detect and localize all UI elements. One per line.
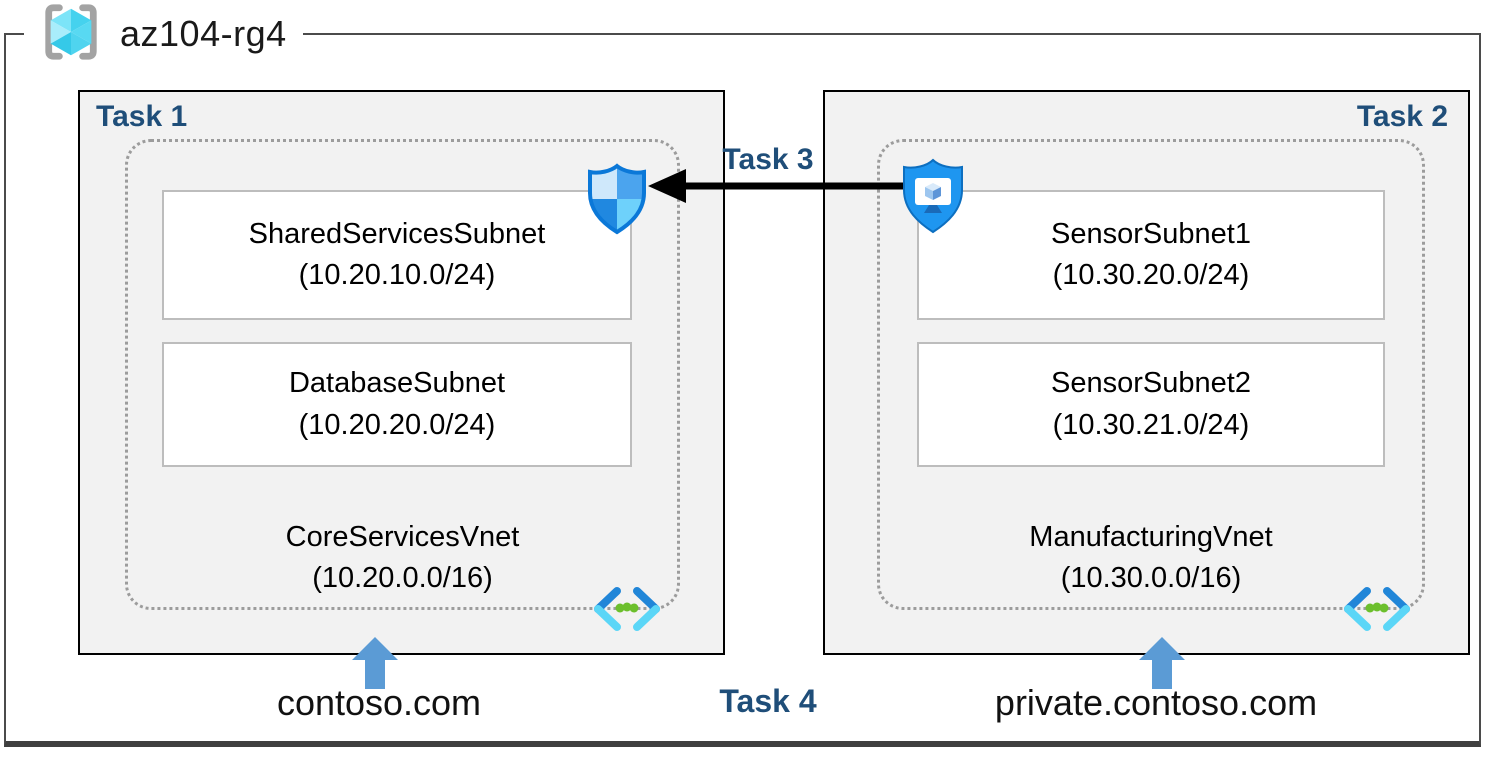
task4-label: Task 4 [719, 683, 817, 719]
vnet2-label: ManufacturingVnet (10.30.0.0/16) [877, 517, 1425, 598]
vnet1-label: CoreServicesVnet (10.20.0.0/16) [125, 517, 680, 598]
subnet-box-database: DatabaseSubnet (10.20.20.0/24) [162, 342, 632, 467]
subnet-box-sensor2: SensorSubnet2 (10.30.21.0/24) [917, 342, 1385, 467]
subnet-name: SensorSubnet1 [1051, 217, 1251, 250]
subnet-name: DatabaseSubnet [288, 367, 506, 400]
shield-monitor-icon [899, 157, 967, 240]
resource-group-name: az104-rg4 [120, 13, 287, 54]
subnet-cidr: (10.20.10.0/24) [298, 259, 496, 291]
vnet1-boundary [125, 139, 680, 610]
virtual-network-icon [1341, 583, 1413, 640]
up-arrow-icon [351, 637, 399, 694]
vnet-cidr: (10.30.0.0/16) [1060, 561, 1242, 594]
resource-group-chip: az104-rg4 [24, 0, 303, 68]
subnet-cidr: (10.30.20.0/24) [1052, 259, 1250, 291]
subnet-name: SensorSubnet2 [1051, 367, 1251, 400]
vnet2-boundary [877, 139, 1425, 610]
up-arrow-icon [1138, 637, 1186, 694]
resource-group-cube-icon [40, 1, 102, 68]
vnet-name: CoreServicesVnet [285, 521, 520, 553]
task2-label: Task 2 [1356, 100, 1448, 133]
virtual-network-icon [591, 583, 663, 640]
subnet-cidr: (10.20.20.0/24) [298, 408, 496, 441]
subnet-box-sensor1: SensorSubnet1 (10.30.20.0/24) [917, 190, 1385, 320]
vnet-cidr: (10.20.0.0/16) [312, 561, 493, 594]
task1-label: Task 1 [96, 100, 188, 133]
subnet-name: SharedServicesSubnet [248, 217, 546, 250]
subnet-box-sharedservices: SharedServicesSubnet (10.20.10.0/24) [162, 190, 632, 320]
task3-label: Task 3 [722, 143, 814, 176]
vnet-name: ManufacturingVnet [1029, 521, 1273, 553]
network-security-group-shield-icon [585, 163, 649, 241]
subnet-cidr: (10.30.21.0/24) [1052, 408, 1250, 441]
